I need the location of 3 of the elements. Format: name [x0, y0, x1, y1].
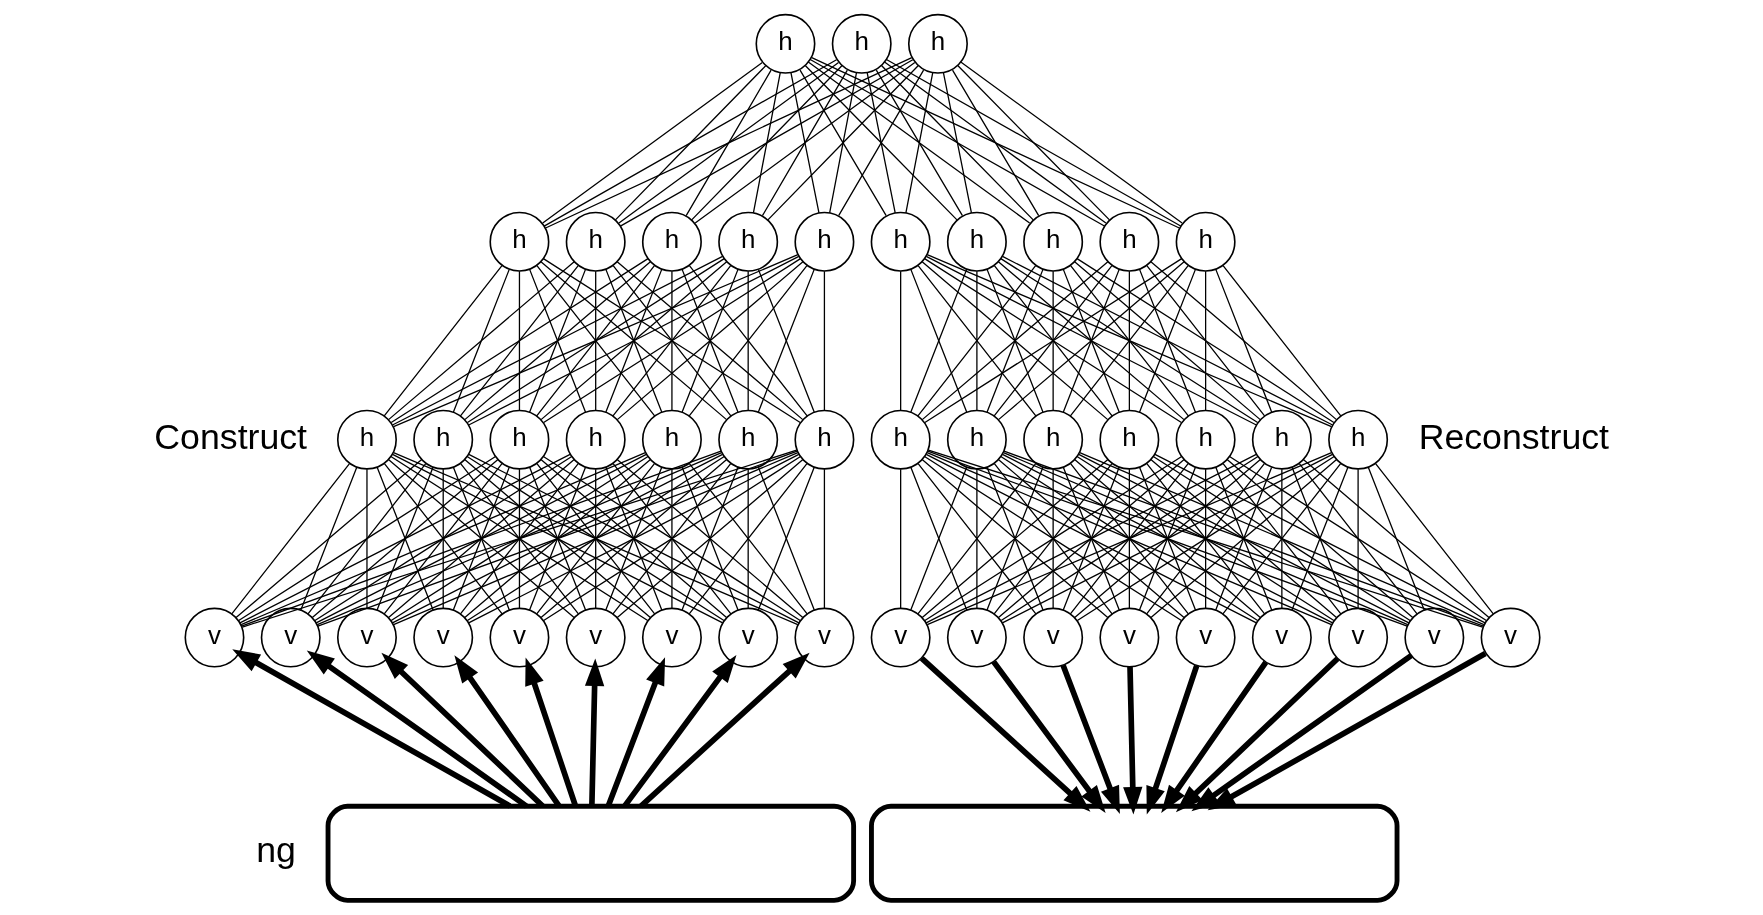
label: ng — [255, 830, 296, 871]
label: Construct — [153, 416, 307, 457]
label: Reconstruct — [1418, 416, 1609, 457]
